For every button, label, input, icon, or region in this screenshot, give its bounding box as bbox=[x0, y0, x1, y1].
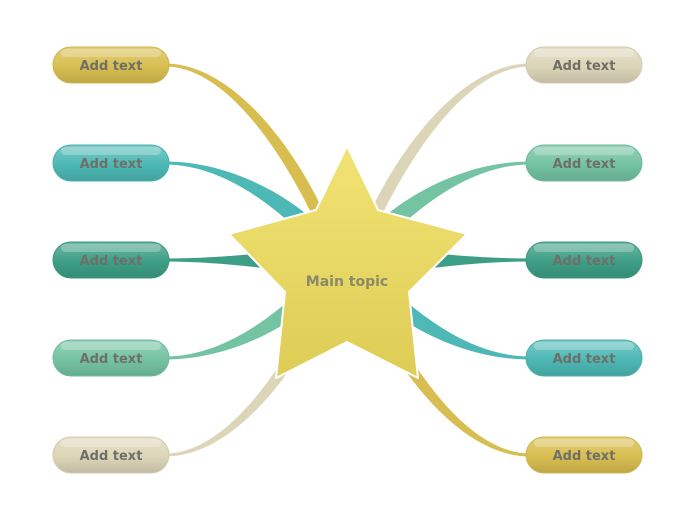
node-pill bbox=[52, 46, 170, 84]
star-shape bbox=[228, 145, 468, 379]
node-label: Add text bbox=[80, 352, 143, 367]
node-pill bbox=[525, 339, 643, 377]
node-left-5[interactable]: Add text bbox=[52, 436, 170, 474]
node-pill bbox=[52, 339, 170, 377]
node-highlight bbox=[534, 147, 634, 155]
node-highlight bbox=[534, 49, 634, 57]
node-right-4[interactable]: Add text bbox=[525, 339, 643, 377]
node-label: Add text bbox=[80, 449, 143, 464]
node-label: Add text bbox=[553, 157, 616, 172]
node-highlight bbox=[61, 49, 161, 57]
node-label: Add text bbox=[553, 254, 616, 269]
node-right-1[interactable]: Add text bbox=[525, 46, 643, 84]
branch-right-2 bbox=[365, 161, 530, 265]
node-pill bbox=[52, 436, 170, 474]
node-label: Add text bbox=[553, 59, 616, 74]
node-label: Add text bbox=[553, 449, 616, 464]
branch-left-2 bbox=[165, 161, 329, 265]
node-right-3[interactable]: Add text bbox=[525, 241, 643, 279]
node-pill bbox=[52, 144, 170, 182]
node-highlight bbox=[61, 244, 161, 252]
node-label: Add text bbox=[553, 352, 616, 367]
node-pill bbox=[525, 144, 643, 182]
node-right-5[interactable]: Add text bbox=[525, 436, 643, 474]
node-pill bbox=[525, 241, 643, 279]
node-highlight bbox=[534, 342, 634, 350]
node-left-2[interactable]: Add text bbox=[52, 144, 170, 182]
node-left-4[interactable]: Add text bbox=[52, 339, 170, 377]
node-label: Add text bbox=[80, 254, 143, 269]
node-pill bbox=[525, 436, 643, 474]
node-pill bbox=[52, 241, 170, 279]
node-highlight bbox=[534, 439, 634, 447]
node-highlight bbox=[61, 342, 161, 350]
node-highlight bbox=[61, 147, 161, 155]
node-highlight bbox=[534, 244, 634, 252]
node-label: Add text bbox=[80, 59, 143, 74]
central-topic-label: Main topic bbox=[306, 274, 388, 290]
node-left-3[interactable]: Add text bbox=[52, 241, 170, 279]
node-label: Add text bbox=[80, 157, 143, 172]
node-highlight bbox=[61, 439, 161, 447]
node-pill bbox=[525, 46, 643, 84]
node-left-1[interactable]: Add text bbox=[52, 46, 170, 84]
central-topic[interactable]: Main topic bbox=[228, 145, 468, 379]
node-right-2[interactable]: Add text bbox=[525, 144, 643, 182]
